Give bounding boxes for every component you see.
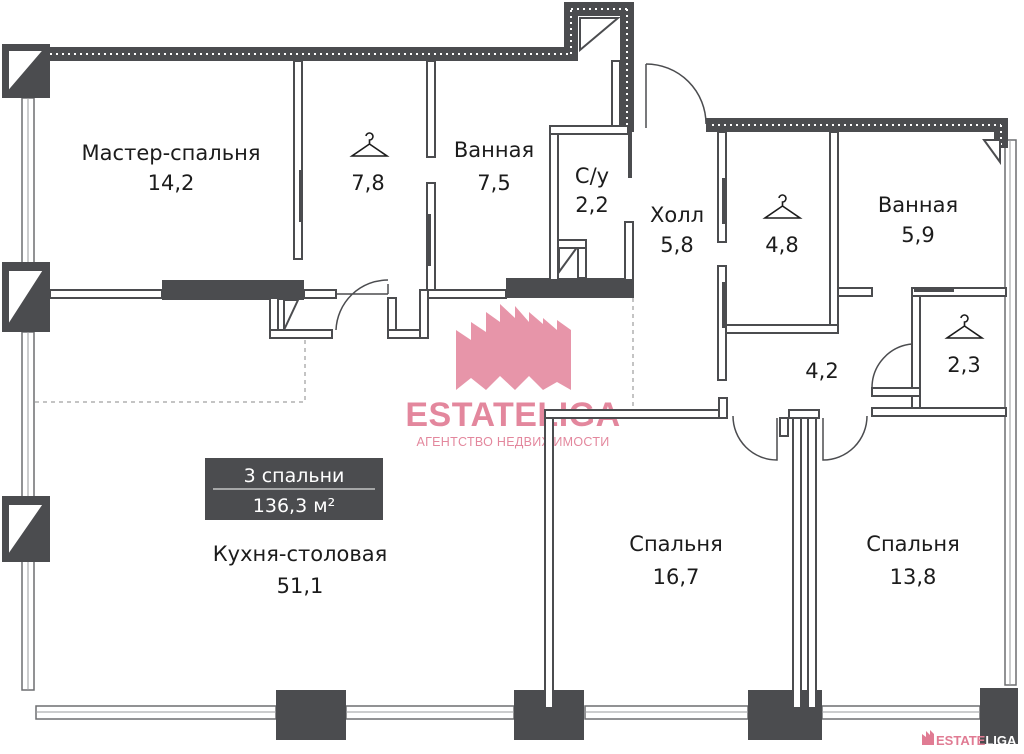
room-area: 2,3 xyxy=(947,353,980,377)
room-name: Спальня xyxy=(629,532,722,556)
room-bathroom-2: Ванная 5,9 xyxy=(878,193,958,247)
room-area: 7,5 xyxy=(477,171,510,195)
room-corridor: 4,2 xyxy=(805,359,838,383)
exterior-walls xyxy=(2,2,1018,744)
room-name: Ванная xyxy=(454,138,534,162)
svg-text:ESTATELIGA: ESTATELIGA xyxy=(936,733,1017,748)
room-wardrobe-2: 4,8 xyxy=(765,233,798,257)
room-name: Мастер-спальня xyxy=(82,141,261,165)
hanger-icon xyxy=(944,314,985,339)
watermark: ESTATELIGA АГЕНТСТВО НЕДВИЖИМОСТИ xyxy=(405,304,620,449)
wall-hatching xyxy=(50,8,1002,146)
room-name: Ванная xyxy=(878,193,958,217)
room-area: 2,2 xyxy=(575,193,608,217)
room-bedroom-2: Спальня 13,8 xyxy=(866,532,959,589)
hanger-icon xyxy=(349,132,390,157)
room-area: 7,8 xyxy=(351,171,384,195)
shafts xyxy=(7,17,1001,560)
room-bedroom-1: Спальня 16,7 xyxy=(629,532,722,589)
room-master-bedroom: Мастер-спальня 14,2 xyxy=(82,141,261,195)
corner-logo-part1: ESTATE xyxy=(936,733,986,748)
room-name: С/у xyxy=(575,164,609,188)
room-kitchen-dining: Кухня-столовая 51,1 xyxy=(213,542,387,598)
corner-logo: ESTATELIGA xyxy=(922,730,1017,748)
room-area: 5,8 xyxy=(660,233,693,257)
window-inner-lines xyxy=(27,98,1011,713)
room-wardrobe-1: 7,8 xyxy=(351,171,384,195)
room-area: 14,2 xyxy=(148,171,195,195)
room-area: 4,2 xyxy=(805,359,838,383)
room-area: 51,1 xyxy=(277,574,324,598)
room-name: Кухня-столовая xyxy=(213,542,387,566)
summary-badge: 3 спальни 136,3 м² xyxy=(205,458,383,520)
room-area: 5,9 xyxy=(901,223,934,247)
room-bathroom-1: Ванная 7,5 xyxy=(454,138,534,195)
watermark-logo-icon xyxy=(456,304,571,390)
room-wc: С/у 2,2 xyxy=(575,164,609,217)
hanger-icon xyxy=(762,194,803,219)
room-wardrobe-3: 2,3 xyxy=(947,353,980,377)
door-swings xyxy=(335,63,913,461)
room-area: 13,8 xyxy=(890,565,937,589)
zone-outlines xyxy=(35,298,634,410)
room-name: Спальня xyxy=(866,532,959,556)
total-area: 136,3 м² xyxy=(253,495,335,517)
room-area: 16,7 xyxy=(653,565,700,589)
watermark-tagline: АГЕНТСТВО НЕДВИЖИМОСТИ xyxy=(416,435,609,449)
bedroom-count: 3 спальни xyxy=(244,465,345,487)
corner-logo-icon xyxy=(922,730,934,745)
corner-logo-part2: LIGA xyxy=(985,733,1017,748)
room-hall: Холл 5,8 xyxy=(650,203,704,257)
sliding-doors xyxy=(299,130,954,328)
room-area: 4,8 xyxy=(765,233,798,257)
room-name: Холл xyxy=(650,203,704,227)
